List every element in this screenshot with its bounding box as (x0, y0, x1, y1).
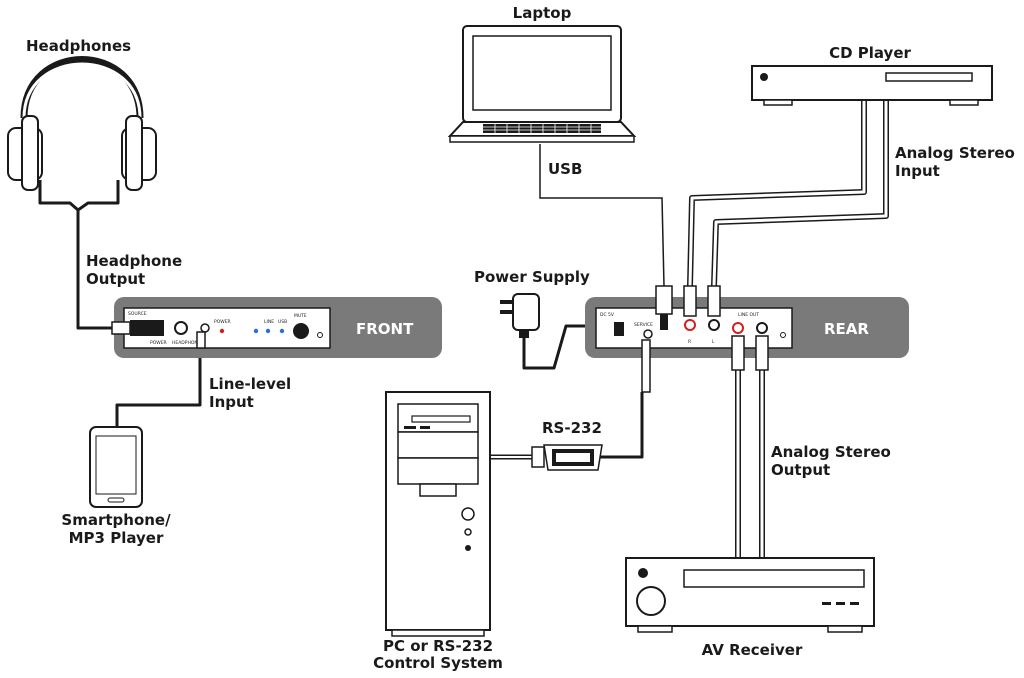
rs232-label: RS-232 (542, 419, 602, 437)
rca-plug-r-icon (683, 285, 697, 317)
analog-stereo-output-label-2: Output (771, 461, 830, 479)
rear-panel: DC 5V SERVICE R L LINE OUT REAR (585, 285, 909, 393)
usb-label: USB (548, 160, 582, 178)
line-level-input-label-2: Input (209, 393, 254, 411)
pc-tower-icon (385, 391, 491, 637)
laptop-icon (447, 25, 637, 143)
rca-in-r-icon (684, 319, 696, 331)
power-supply-label: Power Supply (474, 268, 590, 286)
front-screw-icon (317, 332, 323, 338)
analog-stereo-input-label-1: Analog Stereo (895, 144, 1015, 162)
cd-player-label: CD Player (829, 44, 911, 62)
rear-line-out-label: LINE OUT (738, 312, 759, 318)
power-supply-icon (500, 293, 612, 338)
rear-dc-label: DC 5V (600, 312, 615, 318)
smartphone-label-2: MP3 Player (69, 529, 164, 547)
service-plug-icon (641, 339, 651, 393)
headphone-output-label-2: Output (86, 270, 145, 288)
laptop-label: Laptop (513, 4, 572, 22)
dc-jack-icon (614, 322, 624, 336)
usb-cable (539, 144, 665, 287)
headphones-icon (7, 56, 157, 191)
analog-input-cable-l-inner (712, 100, 888, 287)
line-in-plug-icon (196, 331, 206, 349)
usb-plug-icon (655, 285, 673, 315)
led-line-icon (265, 328, 271, 334)
front-usb-label: USB (278, 319, 287, 325)
front-mute-label: MUTE (294, 313, 307, 319)
service-jack-icon (643, 329, 653, 339)
av-receiver-icon (625, 557, 875, 633)
db9-connector-icon (531, 444, 603, 471)
usb-port-icon (660, 314, 668, 330)
rca-in-l-icon (708, 319, 720, 331)
analog-input-cable-r-inner (688, 100, 866, 287)
led-usb-icon (279, 328, 285, 334)
analog-stereo-output-label-1: Analog Stereo (771, 443, 891, 461)
front-headphone-small-label: HEADPHONE (172, 340, 201, 346)
rca-out-l-icon (756, 322, 768, 334)
headphone-jack-icon (174, 321, 188, 335)
headphone-plug-icon (111, 321, 131, 335)
front-panel: SOURCE POWER HEADPHONE POWER LINE USB MU… (111, 297, 442, 358)
rca-out-r-icon (732, 322, 744, 334)
mute-knob-icon (293, 323, 309, 339)
rear-service-label: SERVICE (634, 322, 653, 328)
headphones-label: Headphones (26, 37, 131, 55)
analog-stereo-input-label-2: Input (895, 162, 940, 180)
rear-screw-icon (780, 332, 786, 338)
av-receiver-label: AV Receiver (702, 641, 803, 659)
rca-plug-l-icon (707, 285, 721, 317)
rear-panel-title: REAR (824, 320, 869, 338)
front-power-label: POWER (214, 319, 231, 325)
rca-out-plug-l-icon (755, 335, 769, 371)
rear-r-label: R (688, 339, 691, 345)
front-panel-title: FRONT (356, 320, 414, 338)
front-line-label: LINE (264, 319, 274, 325)
power-led-icon (219, 328, 225, 334)
line-in-jack-icon (200, 323, 210, 333)
rear-l-label: L (712, 339, 715, 345)
front-source-label: SOURCE (128, 311, 147, 317)
rca-out-plug-r-icon (731, 335, 745, 371)
pc-label-1: PC or RS-232 (383, 637, 493, 655)
front-power-small-label: POWER (150, 340, 167, 346)
led-1-icon (253, 328, 259, 334)
headphone-output-label-1: Headphone (86, 252, 182, 270)
smartphone-label-1: Smartphone/ (61, 511, 171, 529)
line-input-cable (115, 348, 202, 433)
power-cable (522, 324, 604, 370)
rs232-cable (600, 392, 644, 459)
headphone-cable (38, 180, 122, 330)
headphone-plug-body-icon (130, 320, 164, 336)
cd-player-icon (751, 65, 993, 106)
pc-label-2: Control System (373, 654, 503, 672)
line-level-input-label-1: Line-level (209, 375, 291, 393)
smartphone-icon (89, 426, 143, 508)
